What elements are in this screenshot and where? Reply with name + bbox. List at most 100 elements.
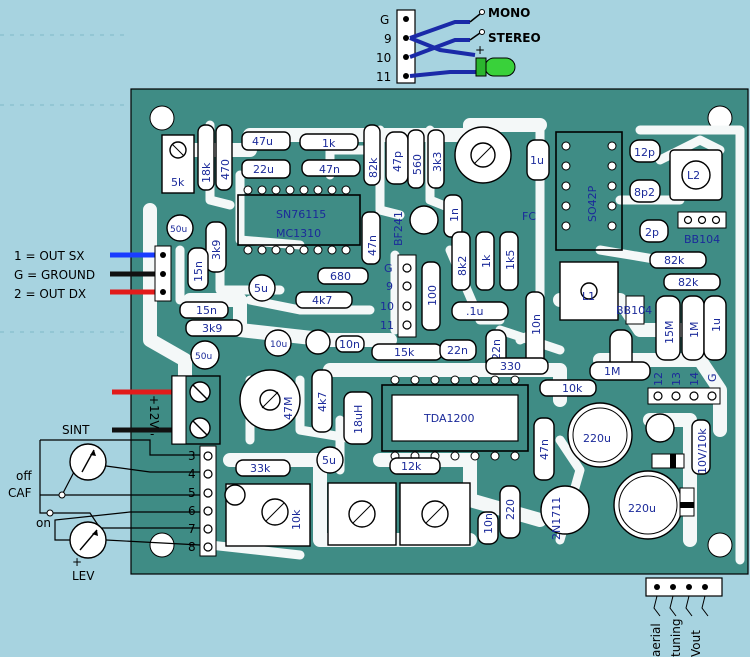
ic-sn76115: SN76115 MC1310	[237, 185, 361, 255]
mid-pin-g: G	[384, 262, 393, 275]
r1k5-label: 1k5	[504, 250, 517, 270]
2n1711-label: 2N1711	[550, 497, 563, 540]
conn-pin-3: 3	[188, 449, 196, 463]
c1u-r-label: 1u	[710, 318, 723, 332]
r15k-label: 15k	[394, 346, 415, 359]
c47n-top-label: 47n	[319, 163, 340, 176]
electrolytics: 220u 220u 50u 5u 50u 10u 5u	[166, 214, 683, 540]
aerial-label: aerial	[649, 623, 663, 657]
c10n-a-label: 10n	[530, 314, 543, 335]
r5k-label: 5k	[171, 176, 185, 189]
out-sx-label: 1 = OUT SX	[14, 249, 85, 263]
r8k2-label: 8k2	[456, 256, 469, 276]
l18uh-label: 18uH	[352, 405, 365, 434]
c1n-label: 1n	[448, 208, 461, 222]
c22n-label: 22n	[447, 344, 468, 357]
r10k-pot-label: 10k	[290, 509, 303, 530]
background-dashes	[0, 34, 130, 333]
c10v-label: 10V/10k	[696, 428, 709, 474]
r330-label: 330	[500, 360, 521, 373]
c50u-b-label: 50u	[195, 352, 212, 362]
r82k-top-label: 82k	[367, 157, 380, 178]
mid-pin-9: 9	[386, 280, 393, 293]
conn-pin-5: 5	[188, 486, 196, 500]
on-label: on	[36, 516, 51, 530]
r47m-label: 47M	[282, 397, 295, 421]
conn-pin-7: 7	[188, 522, 196, 536]
switch-label-9: 9	[384, 32, 392, 46]
mid-pin-header: G 9 10 11	[380, 254, 417, 338]
r1k-top-label: 1k	[322, 137, 336, 150]
trimmers: 5k L1 L2	[161, 126, 723, 547]
lev-plus-label: +	[72, 555, 82, 569]
c15n-a-label: 15n	[192, 261, 205, 282]
c47n-c-label: 47n	[538, 439, 551, 460]
r1m-a-label: 1M	[688, 322, 701, 339]
r18k-label: 18k	[200, 162, 213, 183]
power-wires: +12V -	[112, 375, 221, 445]
r3k9-b-label: 3k9	[202, 322, 222, 335]
c50u-a-label: 50u	[170, 225, 187, 235]
switch-label-10: 10	[376, 51, 391, 65]
c2p-label: 2p	[645, 226, 659, 239]
conn-pin-4: 4	[188, 467, 196, 481]
switch-label-g: G	[380, 13, 389, 27]
c8p2-label: 8p2	[634, 186, 655, 199]
c1u-top-label: 1u	[530, 154, 544, 167]
r4k7-a-label: 4k7	[312, 294, 332, 307]
conn-pin-8: 8	[188, 540, 196, 554]
r12k-label: 12k	[401, 460, 422, 473]
control-wiring: SINT off CAF on LEV +	[8, 423, 201, 583]
caf-label: CAF	[8, 486, 32, 500]
mid-pin-10: 10	[380, 300, 394, 313]
r1k-mid-label: 1k	[480, 254, 493, 268]
c47u-top-label: 47u	[252, 135, 273, 148]
control-connector: 3 4 5 6 7 8	[188, 445, 217, 557]
c220u-b-label: 220u	[628, 502, 656, 515]
l2-label: L2	[687, 169, 700, 182]
ground-label: G = GROUND	[14, 268, 95, 282]
tuning-label: tuning	[669, 619, 683, 657]
c220u-a-label: 220u	[583, 432, 611, 445]
right-pin-g: G	[706, 373, 719, 382]
ic-tda1200-label: TDA1200	[423, 412, 475, 425]
r680-label: 680	[330, 270, 351, 283]
r33k-label: 33k	[250, 462, 271, 475]
mid-pin-11: 11	[380, 319, 394, 332]
output-wires: 1 = OUT SX G = GROUND 2 = OUT DX	[14, 245, 172, 302]
aerial-connector: aerial tuning Vout	[645, 577, 723, 657]
c15n-b-label: 15n	[196, 304, 217, 317]
supply-minus-label: -	[150, 427, 154, 441]
right-pin-13: 13	[670, 372, 683, 386]
r4k7-b-label: 4k7	[316, 392, 329, 412]
sint-label: SINT	[62, 423, 90, 437]
c5u-label: 5u	[254, 282, 268, 295]
led-body	[484, 57, 516, 77]
r3k9-a-label: 3k9	[210, 240, 223, 260]
c47p-label: 47p	[391, 151, 404, 172]
c10n-c-label: 10n	[482, 513, 495, 534]
r15m-label: 15M	[663, 321, 676, 345]
r82k-r1-label: 82k	[664, 254, 685, 267]
r22n-label: 22n	[490, 339, 503, 360]
ic-so42p: SO42P	[555, 131, 623, 251]
bb104-parts: BB104 BB104	[616, 211, 727, 325]
right-pin-header: 12 13 14 G	[647, 372, 721, 405]
fc-label: FC	[522, 210, 536, 223]
bb104-b-label: BB104	[616, 304, 652, 317]
r3k3-label: 3k3	[431, 152, 444, 172]
r10k-a-label: 10k	[562, 382, 583, 395]
c10n-b-label: 10n	[339, 338, 360, 351]
c5u-b-label: 5u	[322, 454, 336, 467]
switch-connector	[396, 9, 416, 84]
right-pin-14: 14	[688, 372, 701, 386]
out-dx-label: 2 = OUT DX	[14, 287, 86, 301]
ic-mc1310-label: MC1310	[276, 227, 321, 240]
lev-label: LEV	[72, 569, 95, 583]
r82k-r2-label: 82k	[678, 276, 699, 289]
switch-wiring: G 9 10 11 MONO STEREO +	[376, 6, 541, 84]
conn-pin-6: 6	[188, 504, 196, 518]
mono-label: MONO	[488, 6, 530, 20]
